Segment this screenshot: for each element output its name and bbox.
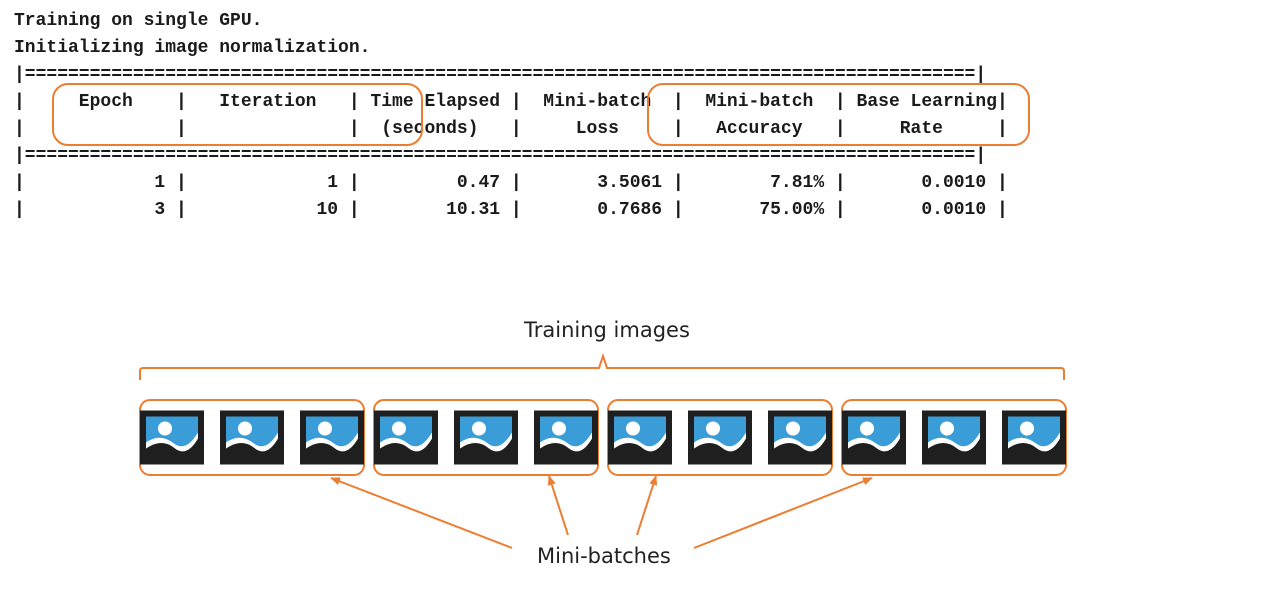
log-table-header-row-1: | Epoch | Iteration | Time Elapsed | Min…	[14, 92, 1008, 112]
image-icon	[220, 410, 284, 465]
training-images-label: Training images	[524, 318, 690, 342]
training-log: Training on single GPU. Initializing imag…	[14, 8, 1008, 224]
image-icon	[300, 410, 364, 465]
image-icon	[534, 410, 598, 465]
mini-batches-label: Mini-batches	[537, 544, 671, 568]
log-line-status: Training on single GPU.	[14, 11, 263, 31]
epoch-iteration-highlight	[52, 83, 423, 146]
mini-batch-group	[373, 399, 599, 476]
image-icon	[454, 410, 518, 465]
training-images-brace	[139, 352, 1065, 380]
image-icon	[608, 410, 672, 465]
mini-batch-group	[841, 399, 1067, 476]
minibatch-metrics-highlight	[647, 83, 1030, 146]
mini-batch-group	[607, 399, 833, 476]
log-table-row: | 1 | 1 | 0.47 | 3.5061 | 7.81% | 0.0010…	[14, 173, 1008, 193]
mini-batch-arrow	[547, 475, 569, 536]
log-table-row: | 3 | 10 | 10.31 | 0.7686 | 75.00% | 0.0…	[14, 200, 1008, 220]
mini-batch-group	[139, 399, 365, 476]
log-line-normalization: Initializing image normalization.	[14, 38, 371, 58]
image-icon	[688, 410, 752, 465]
image-icon	[768, 410, 832, 465]
log-table-border-top: |=======================================…	[14, 65, 987, 85]
mini-batch-arrow	[330, 477, 513, 549]
log-table-border-mid: |=======================================…	[14, 146, 987, 166]
mini-batch-arrow	[636, 475, 658, 536]
mini-batch-arrow	[693, 477, 873, 549]
image-icon	[374, 410, 438, 465]
log-table-header-row-2: | | | (seconds) | Loss | Accuracy | Rate…	[14, 119, 1008, 139]
image-icon	[922, 410, 986, 465]
image-icon	[842, 410, 906, 465]
image-icon	[140, 410, 204, 465]
image-icon	[1002, 410, 1066, 465]
